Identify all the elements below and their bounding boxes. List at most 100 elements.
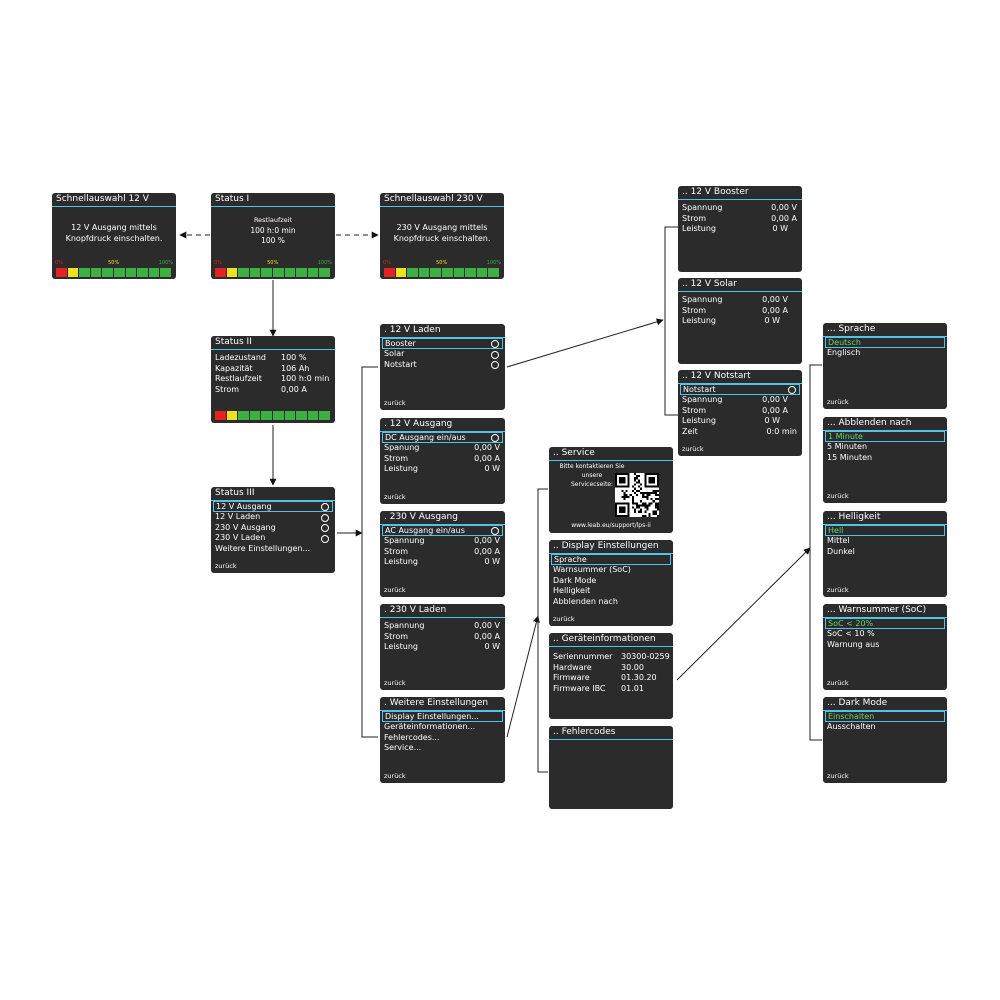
back-button[interactable]: zurück <box>682 445 704 453</box>
battery-segment <box>56 268 67 277</box>
row-label: Zeit <box>682 426 698 436</box>
option-1-minute[interactable]: 1 Minute <box>825 431 945 442</box>
row-label: Strom <box>384 631 409 641</box>
menu-item-device-info[interactable]: Geräteinformationen... <box>380 722 505 733</box>
radio-icon[interactable] <box>321 524 329 533</box>
qr-module <box>635 493 639 497</box>
menu-item-230v-output[interactable]: 230 V Ausgang <box>211 523 335 534</box>
qr-module <box>654 489 657 492</box>
back-button[interactable]: zurück <box>384 679 406 687</box>
emergency-start-toggle[interactable]: Notstart <box>680 384 800 395</box>
service-text: Bitte kontaktieren Sie unsere Servicecse… <box>559 462 625 489</box>
menu-item-solar[interactable]: Solar <box>380 349 505 360</box>
back-button[interactable]: zurück <box>827 398 849 406</box>
option-enable[interactable]: Einschalten <box>825 711 945 722</box>
menu-item-12v-output[interactable]: 12 V Ausgang <box>213 501 333 512</box>
row-label: Leistung <box>384 464 418 474</box>
screen-error-codes: .. Fehlercodes <box>549 726 673 809</box>
battery-segment <box>102 268 113 277</box>
screen-warning-buzzer: ... Warnsummer (SoC) SoC < 20% SoC < 10 … <box>823 604 947 690</box>
menu-item-service[interactable]: Service... <box>380 743 505 754</box>
radio-icon[interactable] <box>491 433 499 442</box>
dc-output-toggle[interactable]: DC Ausgang ein/aus <box>382 432 503 443</box>
back-button[interactable]: zurück <box>827 679 849 687</box>
row-label: Kapazität <box>215 363 253 373</box>
back-button[interactable]: zurück <box>215 562 237 570</box>
radio-icon[interactable] <box>491 526 499 535</box>
option-warning-off[interactable]: Warnung aus <box>823 640 947 651</box>
menu-item-12v-charging[interactable]: 12 V Laden <box>211 512 335 523</box>
menu-item-more-settings[interactable]: Weitere Einstellungen... <box>211 544 335 555</box>
menu-item-language[interactable]: Sprache <box>551 554 671 565</box>
menu-item-warning-buzzer[interactable]: Warnsummer (SoC) <box>549 565 673 576</box>
menu-item-emergency-start[interactable]: Notstart <box>380 360 505 371</box>
battery-segment <box>226 268 238 277</box>
battery-segment <box>296 411 307 420</box>
battery-segments <box>383 267 501 278</box>
scale-label-100: 100% <box>317 260 332 266</box>
runtime-label: Restlaufzeit <box>253 216 293 224</box>
radio-icon[interactable] <box>491 361 499 370</box>
back-button[interactable]: zurück <box>384 399 406 407</box>
ac-output-toggle[interactable]: AC Ausgang ein/aus <box>382 525 503 536</box>
menu-item-display-settings[interactable]: Display Einstellungen... <box>382 711 503 722</box>
option-soc-below-10[interactable]: SoC < 10 % <box>823 629 947 640</box>
option-label: Warnung aus <box>827 639 880 649</box>
row-value: 0,00 A <box>762 305 788 315</box>
radio-icon[interactable] <box>788 385 796 394</box>
battery-segment <box>307 411 319 420</box>
qr-module <box>633 502 636 505</box>
option-disable[interactable]: Ausschalten <box>823 722 947 733</box>
menu-item-dim-after[interactable]: Abblenden nach <box>549 597 673 608</box>
option-soc-below-20[interactable]: SoC < 20% <box>825 618 945 629</box>
radio-icon[interactable] <box>491 339 499 348</box>
option-english[interactable]: Englisch <box>823 348 947 359</box>
back-button[interactable]: zurück <box>384 493 406 501</box>
qr-module <box>621 496 624 499</box>
qr-module <box>654 510 657 513</box>
qr-module <box>656 504 659 507</box>
qr-module <box>654 506 657 509</box>
back-button[interactable]: zurück <box>827 492 849 500</box>
menu-item-error-codes[interactable]: Fehlercodes... <box>380 733 505 744</box>
back-button[interactable]: zurück <box>553 615 575 623</box>
qr-module <box>656 489 659 492</box>
radio-icon[interactable] <box>321 534 329 543</box>
option-dark[interactable]: Dunkel <box>823 547 947 558</box>
quick-message-line1: 12 V Ausgang mittels <box>71 223 157 232</box>
screen-title: Status II <box>211 336 335 350</box>
qr-module <box>623 498 626 501</box>
qr-module <box>633 483 636 486</box>
qr-module <box>648 514 651 517</box>
menu-item-booster[interactable]: Booster <box>382 338 503 349</box>
row-value: 0,00 V <box>474 621 500 630</box>
option-bright[interactable]: Hell <box>825 525 945 536</box>
qr-module <box>656 506 659 509</box>
row-label: Strom <box>682 213 707 223</box>
arrow-laden12-to-sources <box>506 318 664 368</box>
menu-item-dark-mode[interactable]: Dark Mode <box>549 576 673 587</box>
menu-item-brightness[interactable]: Helligkeit <box>549 586 673 597</box>
option-german[interactable]: Deutsch <box>825 337 945 348</box>
battery-segment <box>384 268 395 277</box>
qr-module <box>625 496 628 499</box>
back-button[interactable]: zurück <box>384 772 406 780</box>
radio-icon[interactable] <box>491 350 499 359</box>
radio-icon[interactable] <box>321 502 329 511</box>
option-medium[interactable]: Mittel <box>823 536 947 547</box>
option-5-minutes[interactable]: 5 Minuten <box>823 442 947 453</box>
option-15-minutes[interactable]: 15 Minuten <box>823 453 947 464</box>
back-button[interactable]: zurück <box>384 586 406 594</box>
screen-service: .. Service Bitte kontaktieren Sie unsere… <box>549 447 673 533</box>
back-button[interactable]: zurück <box>827 586 849 594</box>
scale-label-50: 50% <box>436 260 448 266</box>
back-button[interactable]: zurück <box>827 772 849 780</box>
row-value: 100 % <box>281 353 307 362</box>
menu-item-230v-charging[interactable]: 230 V Laden <box>211 533 335 544</box>
radio-icon[interactable] <box>321 513 329 522</box>
